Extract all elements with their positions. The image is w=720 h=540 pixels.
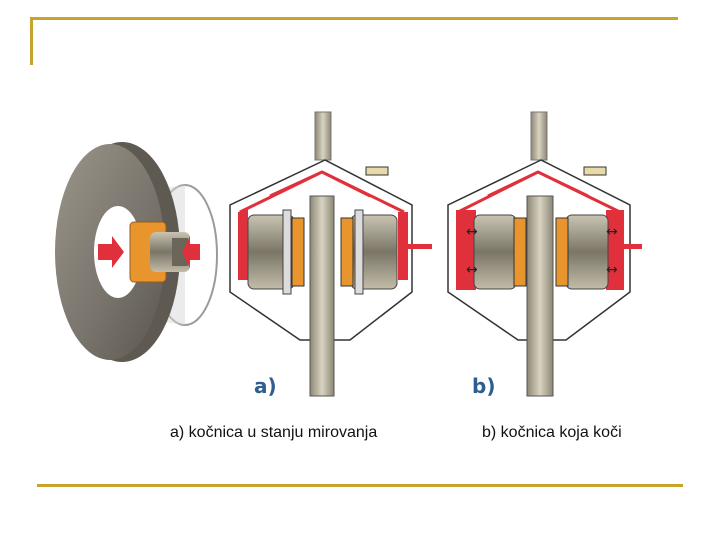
diagram-label-b: b)	[472, 374, 495, 398]
brake-section-a	[230, 112, 432, 396]
svg-text:↔: ↔	[606, 224, 618, 240]
diagram-label-a: a)	[254, 374, 277, 398]
svg-text:↔: ↔	[606, 262, 618, 278]
brake-section-b: ↔ ↔ ↔ ↔	[448, 112, 642, 396]
svg-text:↔: ↔	[466, 262, 478, 278]
caption-b: b) kočnica koja koči	[482, 424, 622, 442]
svg-text:↔: ↔	[466, 224, 478, 240]
brake-disc-perspective	[55, 142, 217, 362]
caption-a: a) kočnica u stanju mirovanja	[170, 424, 377, 442]
